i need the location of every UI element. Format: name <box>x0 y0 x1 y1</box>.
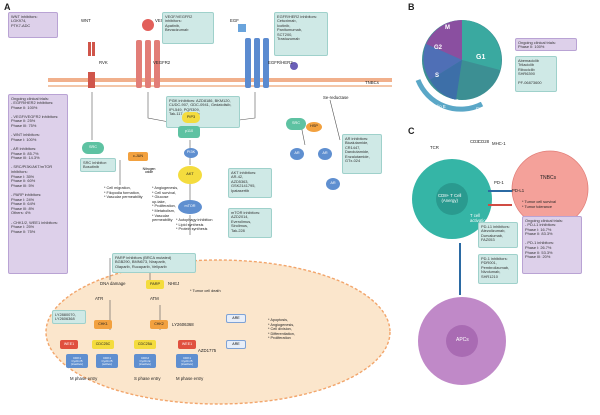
are-node: ARE <box>226 314 246 323</box>
dna-damage-label: DNA damage <box>100 281 126 286</box>
pdl1-inhibitors-box: PD-L1 inhibitors: Atezolizumab, Durvalum… <box>478 222 518 248</box>
s-phase-entry-label: S phase entry <box>134 376 161 381</box>
cd28-label: CD28 <box>478 139 489 144</box>
cdk2-inactive-node: CDK2 Cyclin E (inactive) <box>134 354 156 368</box>
parp-inhibitors-box: PARP inhibitors (BRCA mutated) BGB290, B… <box>112 253 196 273</box>
apcs-label: APCs <box>456 337 469 343</box>
egfr-receptor <box>238 24 269 88</box>
nucleus <box>45 259 391 405</box>
cdk46-cycle-label: CDK4/6 <box>470 98 486 103</box>
atm-label: ATM <box>150 296 159 301</box>
ar3-node: AR <box>326 178 340 190</box>
tcell-label: CD8+ T Cell (Anergy) <box>438 193 462 203</box>
egfr-inhibitors-box: EGFR/HER2 inhibitors: Cetuximab, Icotini… <box>274 12 328 56</box>
m-phase-entry2-label: M phase entry <box>176 376 204 381</box>
src-node: SRC <box>82 142 104 154</box>
chk1-node: CHK1 <box>94 320 112 329</box>
wnt-inhibitors-box: WNT inhibitors: LGK974, PTK7-ADC <box>8 12 58 38</box>
tcell-activation-label: T cell activation <box>470 213 489 223</box>
src-effects: * Cell migration, * Filopodia formation,… <box>104 186 143 200</box>
tumor-death-effect: * Tumor cell death <box>190 289 221 293</box>
p110-node: p110 <box>178 126 200 138</box>
mtor-effects: * Autophagy inhibition * Lipid synthesis… <box>176 218 213 232</box>
ongoing-trials-a-box: Ongoing clinical trials: - EGFR/HER2 inh… <box>8 94 68 274</box>
egfr-her2-label: EGFR/HER2 <box>268 60 293 65</box>
chk2-node: CHK2 <box>150 320 168 329</box>
pd1-inhibitors-box: PD-1 inhibitors: PDR001, Pembrolizumab, … <box>478 254 518 284</box>
vegfr2-receptor <box>136 19 160 88</box>
azd1775-label: AZD1775 <box>198 348 217 353</box>
ongoing-trials-b-box: Ongoing clinical trials: Phase II: 100% <box>515 38 577 51</box>
tumor-effects: * Tumor cell survival * Tumor tolerance <box>522 200 556 209</box>
se-reductase-label: Se-reductase <box>323 95 349 100</box>
pi3k-effects: * Angiogenesis, * Cell survival, * Gluco… <box>152 186 179 223</box>
vegf-inhibitors-box: VEGF/VEGFR2 inhibitors: Apatinib, Bevaci… <box>162 12 214 44</box>
src-inhibitor-box: SRC inhibitor: Bosutinib <box>80 158 116 172</box>
mtor-node: mTOR <box>178 200 202 214</box>
pi3k-node: PI3K <box>184 148 198 158</box>
rvk-label: RVK <box>99 60 108 65</box>
hsp-node: HSP <box>306 122 322 132</box>
ar-inhibitors-box: AR inhibitors: Bicalutamide, CR1447, Dar… <box>342 134 382 174</box>
are2-node: ARE <box>226 340 246 349</box>
vegf-label: VEGF <box>155 18 167 23</box>
m-label: M <box>445 25 450 31</box>
cdk1-inactive-node: CDK1 Cyclin B (inactive) <box>66 354 88 368</box>
parp-node: PARP <box>146 280 164 289</box>
g1-label: G1 <box>476 54 486 61</box>
s-label: S <box>435 73 440 79</box>
g2-label: G2 <box>434 45 443 51</box>
nucleus-effects: * Apoptosis, * Angiogenesis, * Cell divi… <box>268 318 295 341</box>
mtor-inhibitors-box: mTOR inhibitors: AZD2014, Everolimus, Si… <box>228 208 272 238</box>
mhc1-label: MHC-1 <box>492 141 506 146</box>
ongoing-trials-c-box: Ongoing clinical trials: - PD-L1 inhibit… <box>522 216 582 274</box>
cdk1c-inactive-node: CDK1 Cyclin B (inactive) <box>176 354 198 368</box>
cell-cycle-diagram <box>415 20 502 112</box>
cdk2-cycle-label: CDK2 <box>447 98 459 103</box>
panel-label-b: B <box>408 2 415 12</box>
akt-inhibitors-box: AKT inhibitors: AR-42, AZD5363, GSK21417… <box>228 168 272 198</box>
immune-checkpoint-diagram <box>412 150 589 385</box>
c-jun-node: c-JUN <box>128 152 148 161</box>
nitrogen-oxide-label: Nitrogen oxide <box>142 166 156 174</box>
vegfr2-label: VEGFR2 <box>153 60 171 65</box>
tnbcs-cell-label: TNBCs <box>540 175 557 181</box>
cyclin-e-label: Cyclin E <box>430 104 446 109</box>
wnt-label: WNT <box>81 18 91 23</box>
cdk1-active-node: CDK1 Cyclin B (active) <box>96 354 118 368</box>
wee1b-node: WEE1 <box>178 340 196 349</box>
egf-label: EGF <box>230 18 239 23</box>
cdk-inhibitors-box: Abemaciclib Trilaciclib Ribociclib SHR63… <box>515 56 557 92</box>
nhej-label: NHEJ <box>168 281 180 286</box>
pi3k-inhibitors-box: PI3K inhibitors: AZD8186, BKM120, CUDC-9… <box>166 96 240 128</box>
cyclin-d-label: Cyclin D <box>476 106 492 111</box>
cdc25a-node: CDC25A <box>134 340 156 349</box>
wnt-receptor <box>88 42 95 88</box>
pip3-node: PIP3 <box>182 112 200 123</box>
tnbcs-label: TNBCs <box>365 80 379 85</box>
pd1-label: PD-1 <box>494 180 504 185</box>
panel-label-c: C <box>408 126 415 136</box>
atr-label: ATR <box>95 296 104 301</box>
ar-node: AR <box>290 148 304 160</box>
akt-node: AKT <box>178 166 202 184</box>
wee1-node: WEE1 <box>60 340 78 349</box>
pdl1-label: PD-L1 <box>512 188 525 193</box>
m-phase-entry-label: M phase entry <box>70 376 98 381</box>
panel-label-a: A <box>4 2 11 12</box>
src2-node: SRC <box>286 118 306 130</box>
ar2-node: AR <box>318 148 332 160</box>
ly2606368-label: LY2606368 <box>172 322 194 327</box>
cd3-label: CD3 <box>470 139 479 144</box>
chk-inhibitors-box: LY2880070, LY2606368 <box>52 310 86 324</box>
cdc25c-node: CDC25C <box>92 340 114 349</box>
tcr-label: TCR <box>430 145 439 150</box>
